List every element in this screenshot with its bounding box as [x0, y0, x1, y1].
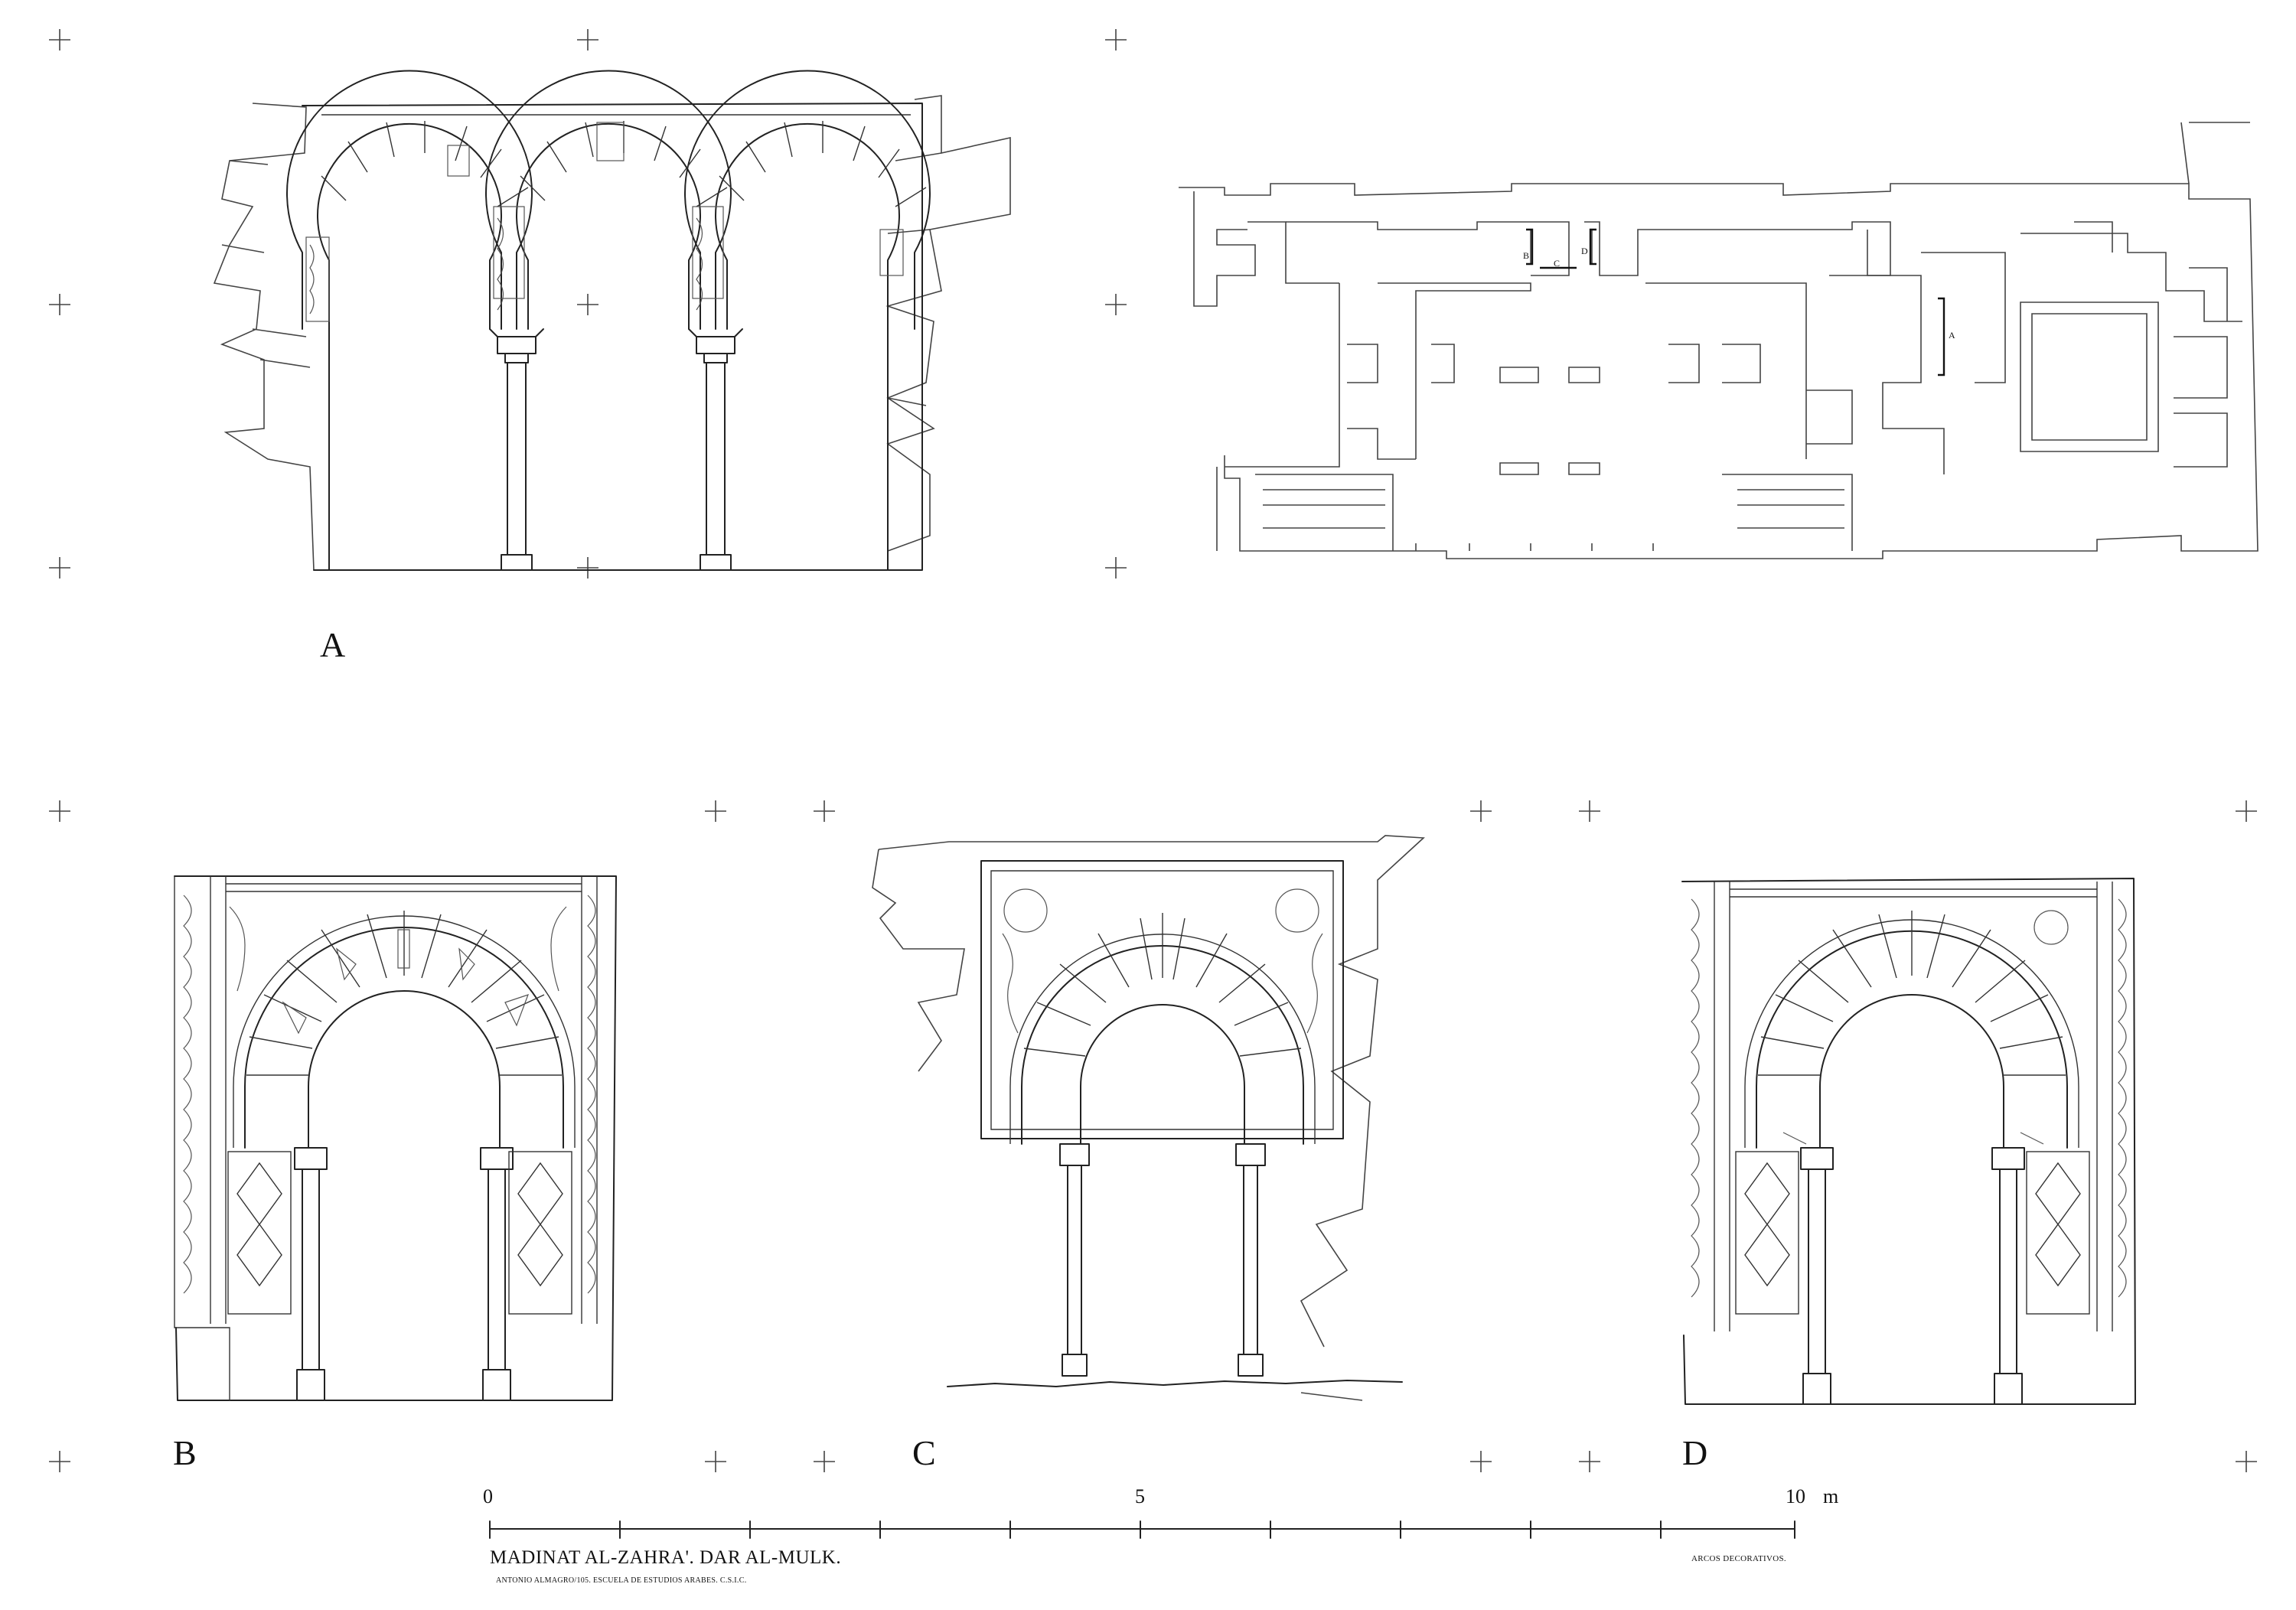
elevation-d-arch [1681, 878, 2136, 1405]
sheet-title: MADINAT AL-ZAHRA'. DAR AL-MULK. [490, 1547, 842, 1568]
scale-zero: 0 [483, 1485, 493, 1507]
plan-marker-d: D [1581, 246, 1588, 256]
plan-marker-c: C [1554, 258, 1561, 269]
elevation-c-arch [872, 835, 1425, 1401]
elevation-a-triple-arcade [213, 70, 1011, 571]
scale-ten: 10 [1786, 1485, 1805, 1507]
registration-marks [48, 28, 2258, 1473]
label-d: D [1682, 1433, 1708, 1472]
plan-marker-a: A [1949, 330, 1955, 341]
label-a: A [320, 625, 346, 664]
label-c: C [912, 1433, 936, 1472]
sheet-author: ANTONIO ALMAGRO/105. ESCUELA DE ESTUDIOS… [496, 1576, 747, 1585]
elevation-b-arch [174, 875, 617, 1401]
scale-bar [489, 1520, 1795, 1539]
scale-five: 5 [1135, 1485, 1145, 1507]
scale-unit: m [1823, 1485, 1839, 1507]
label-b: B [173, 1433, 197, 1472]
sheet-subject: ARCOS DECORATIVOS. [1691, 1554, 1786, 1563]
floor-plan [1179, 122, 2258, 559]
plan-marker-b: B [1523, 250, 1530, 261]
